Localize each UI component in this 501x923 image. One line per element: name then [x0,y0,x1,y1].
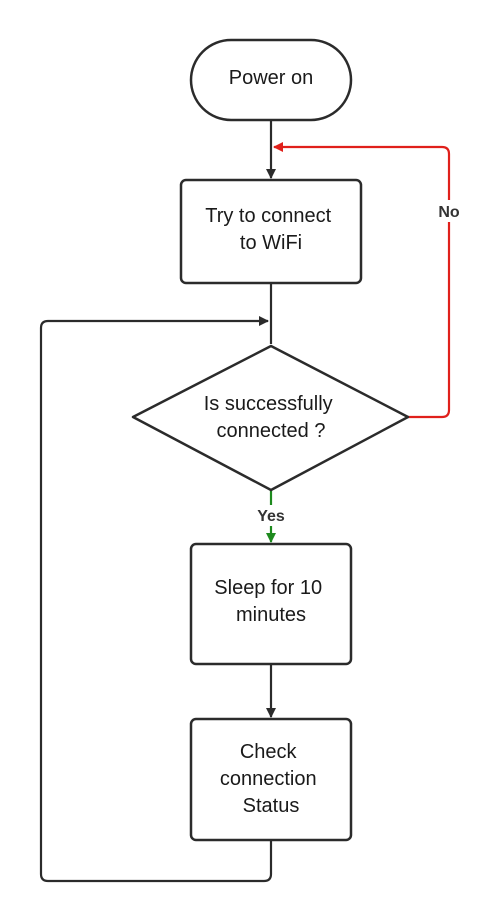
node-line: Check [240,741,298,763]
process-shape [179,178,363,285]
node-power-on: Power on [189,38,353,122]
node-line: to WiFi [240,232,302,254]
terminator-shape [189,38,353,122]
node-try-connect: Try to connect to WiFi [179,178,363,285]
node-line: minutes [236,604,306,626]
edge-label-yes: Yes [257,508,285,525]
node-decision: Is successfully connected ? [131,344,410,492]
node-try-connect-text: Try to connect to WiFi [205,205,337,254]
node-line: Is successfully [204,393,333,415]
node-line: connection [220,768,317,790]
node-line: Try to connect [205,205,331,227]
edge-check-loop-back [39,316,273,883]
node-decision-text: Is successfully connected ? [204,393,339,442]
node-line: connected ? [217,420,326,442]
node-line: Power on [229,67,314,89]
node-sleep-text: Sleep for 10 minutes [214,577,327,626]
node-line: Sleep for 10 [214,577,322,599]
node-line: Status [243,795,300,817]
node-check-status: Check connection Status [189,717,353,842]
edge-label-no: No [438,204,460,221]
edge-no-loop [273,142,451,419]
process-shape [189,542,353,666]
node-check-status-text: Check connection Status [220,741,322,817]
decision-shape [131,344,410,492]
no-label-bg [432,200,466,222]
process-shape [189,717,353,842]
edges [39,120,451,883]
node-power-on-text: Power on [229,67,314,89]
node-sleep: Sleep for 10 minutes [189,542,353,666]
